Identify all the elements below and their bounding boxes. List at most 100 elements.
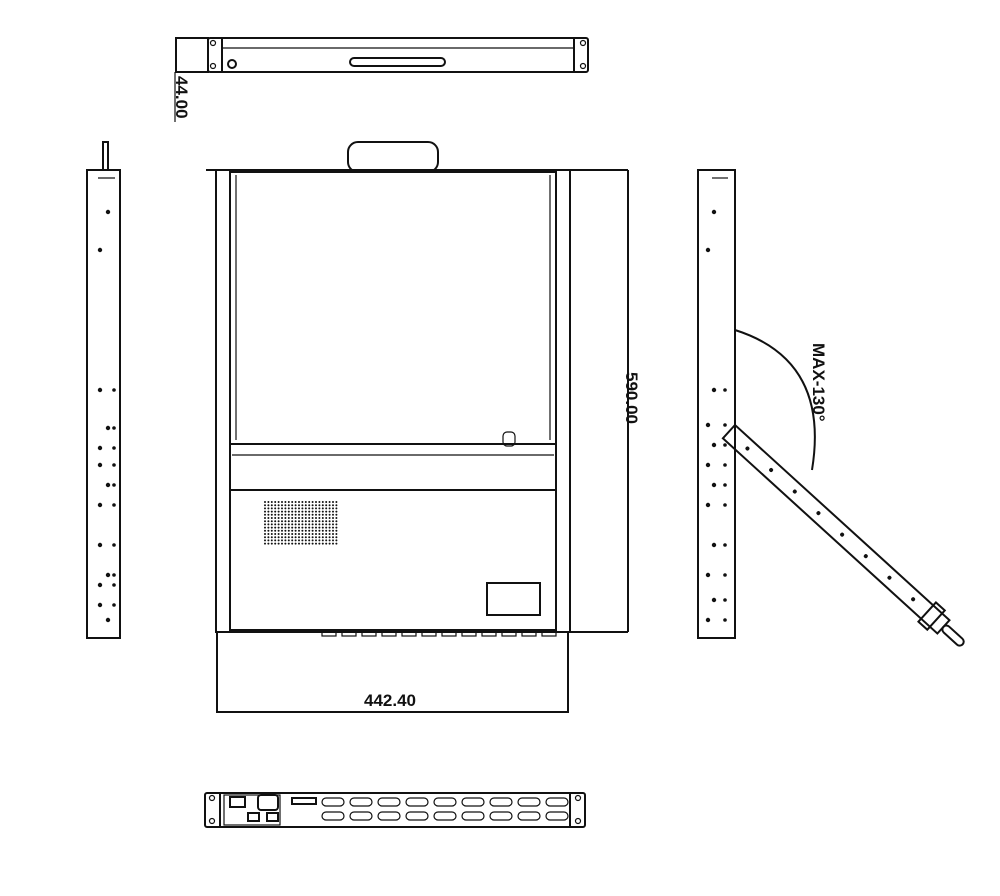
vent-hole xyxy=(264,523,266,526)
vent-hole xyxy=(281,501,283,503)
vent-hole xyxy=(267,504,270,507)
vga-port xyxy=(489,797,513,807)
vent-hole xyxy=(321,539,324,542)
vent-hole xyxy=(291,542,294,545)
mount-hole xyxy=(112,603,116,607)
vent-hole xyxy=(301,526,304,529)
mount-hole xyxy=(97,387,103,393)
vent-hole xyxy=(325,504,328,507)
vent-hole xyxy=(318,539,321,542)
vent-hole xyxy=(284,533,287,535)
vent-hole xyxy=(335,504,338,507)
vent-hole xyxy=(270,504,273,507)
vent-hole xyxy=(332,513,334,516)
mount-hole xyxy=(97,502,103,508)
vent-hole xyxy=(281,504,283,507)
vent-hole xyxy=(318,510,321,513)
vent-hole xyxy=(318,517,321,519)
vent-hole xyxy=(281,517,283,519)
vent-hole xyxy=(294,542,297,545)
vent-hole xyxy=(284,510,287,513)
rear-port xyxy=(441,631,457,637)
mount-hole xyxy=(723,463,727,467)
mount-hole xyxy=(97,445,103,451)
vent-hole xyxy=(315,526,317,529)
vent-hole xyxy=(281,520,283,523)
vent-hole xyxy=(315,533,317,535)
vent-hole xyxy=(308,533,311,535)
vent-hole xyxy=(277,501,280,503)
vent-hole xyxy=(311,517,314,519)
vent-hole xyxy=(328,536,331,539)
mount-hole xyxy=(97,602,103,608)
vent-hole xyxy=(311,523,314,526)
vent-hole xyxy=(301,510,304,513)
vent-hole xyxy=(304,517,307,519)
vent-hole xyxy=(298,533,300,535)
vent-hole xyxy=(325,529,328,532)
vent-hole xyxy=(304,539,307,542)
vent-hole xyxy=(291,536,294,539)
vent-hole xyxy=(287,536,290,539)
vent-hole xyxy=(311,501,314,503)
mount-hole xyxy=(711,209,717,215)
rear-port xyxy=(481,631,497,637)
vent-hole xyxy=(315,517,317,519)
vent-hole xyxy=(332,507,334,510)
vent-hole xyxy=(304,533,307,535)
vent-hole xyxy=(311,513,314,516)
vent-hole xyxy=(321,542,324,545)
mount-hole xyxy=(887,575,892,580)
vent-hole xyxy=(332,517,334,519)
vent-hole xyxy=(277,520,280,523)
vent-hole xyxy=(332,542,334,545)
vent-hole xyxy=(301,539,304,542)
vent-hole xyxy=(294,504,297,507)
vent-hole xyxy=(277,510,280,513)
vent-hole xyxy=(267,542,270,545)
vent-hole xyxy=(328,510,331,513)
vga-port xyxy=(461,797,485,807)
vent-hole xyxy=(298,510,300,513)
vent-hole xyxy=(304,542,307,545)
vent-hole xyxy=(332,523,334,526)
vent-hole xyxy=(321,536,324,539)
vent-hole xyxy=(267,523,270,526)
vent-hole xyxy=(335,513,338,516)
vent-hole xyxy=(294,529,297,532)
vent-hole xyxy=(287,529,290,532)
mount-hole xyxy=(97,582,103,588)
vent-hole xyxy=(267,501,270,503)
vga-port xyxy=(405,797,429,807)
vent-hole xyxy=(274,542,277,545)
vent-hole xyxy=(294,510,297,513)
vga-port xyxy=(321,811,345,821)
vent-hole xyxy=(335,539,338,542)
vga-port xyxy=(517,797,541,807)
right-side-view: MAX-130° xyxy=(697,169,965,647)
vent-hole xyxy=(287,507,290,510)
vent-hole xyxy=(321,526,324,529)
mount-hole xyxy=(105,617,111,623)
mount-hole xyxy=(705,422,711,428)
vent-hole xyxy=(335,529,338,532)
vent-hole xyxy=(274,529,277,532)
vent-hole xyxy=(277,517,280,519)
vent-hole xyxy=(311,526,314,529)
vent-hole xyxy=(298,529,300,532)
vent-hole xyxy=(270,542,273,545)
vent-hole xyxy=(304,523,307,526)
vent-hole xyxy=(291,510,294,513)
vga-port xyxy=(461,811,485,821)
vent-hole xyxy=(264,501,266,503)
vent-hole xyxy=(270,523,273,526)
vent-hole xyxy=(267,536,270,539)
vent-hole xyxy=(311,520,314,523)
rear-port xyxy=(401,631,417,637)
vent-hole xyxy=(325,501,328,503)
vent-hole xyxy=(301,517,304,519)
vent-hole xyxy=(325,536,328,539)
mount-hole xyxy=(816,511,821,516)
vent-hole xyxy=(264,510,266,513)
vent-hole xyxy=(284,526,287,529)
